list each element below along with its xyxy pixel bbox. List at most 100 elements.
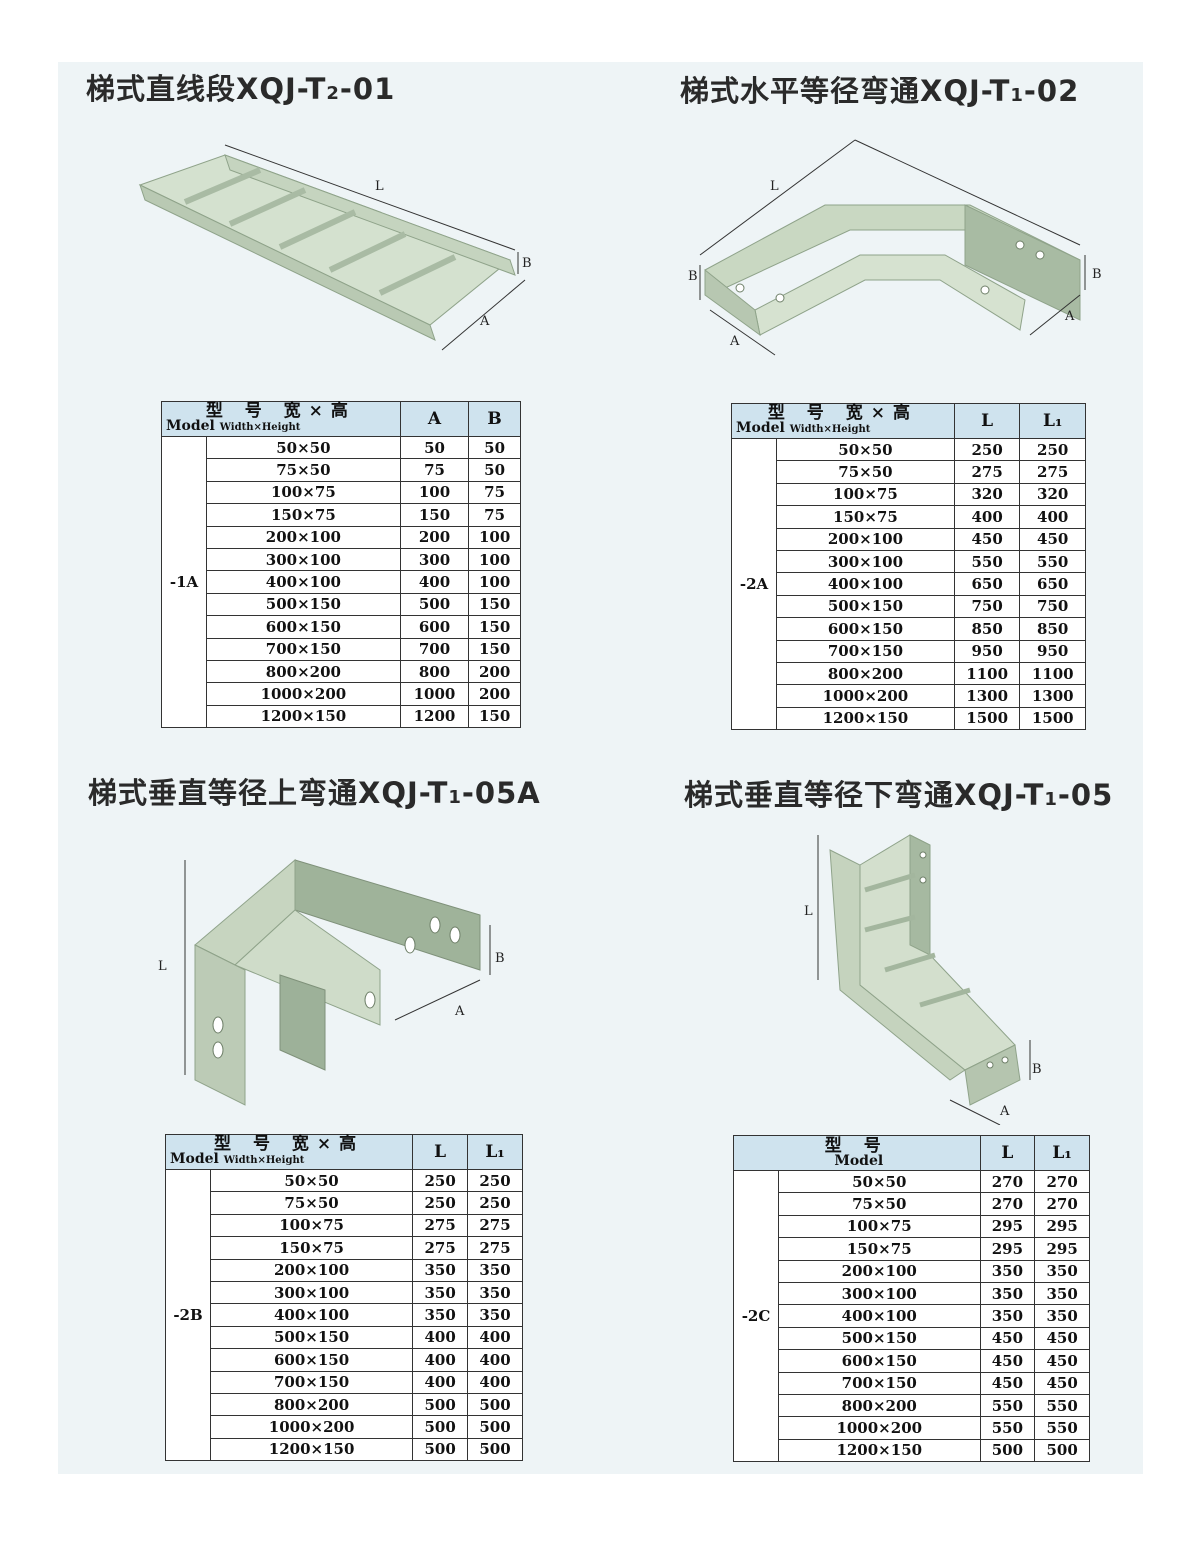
value-cell: 275 [953,460,1021,484]
svg-text:B: B [522,256,532,271]
size-cell: 300×100 [778,1281,981,1306]
value-cell: 400 [412,1325,469,1350]
size-cell: 200×100 [206,525,401,549]
table-header-model: 型 号 Model [733,1135,981,1171]
value-cell: 275 [467,1213,523,1238]
value-cell: 350 [1034,1304,1090,1328]
value-cell: 350 [467,1303,523,1327]
value-cell: 550 [1034,1416,1090,1440]
svg-text:A: A [729,334,740,349]
value-cell: 350 [467,1258,523,1282]
value-cell: 270 [979,1169,1036,1194]
value-cell: 350 [412,1258,469,1282]
size-cell: 1200×150 [776,706,955,731]
size-cell: 400×100 [209,1303,414,1327]
value-cell: 500 [399,592,470,617]
svg-text:L: L [375,179,384,194]
value-cell: 650 [953,572,1021,596]
table-header-col2: L₁ [1034,1135,1090,1171]
value-cell: 150 [468,637,521,661]
size-cell: 500×150 [778,1326,981,1351]
value-cell: 295 [1034,1237,1090,1261]
value-cell: 350 [979,1304,1036,1328]
size-cell: 800×200 [778,1393,981,1418]
value-cell: 850 [953,617,1021,641]
size-cell: 150×75 [778,1237,981,1261]
value-cell: 400 [467,1370,523,1394]
value-cell: 450 [1034,1371,1090,1395]
value-cell: 75 [399,458,470,482]
section-3-title: 梯式垂直等径上弯通XQJ-T1-05A [88,776,541,810]
section-4-title: 梯式垂直等径下弯通XQJ-T1-05 [684,778,1114,812]
value-cell: 350 [467,1280,523,1305]
table-header-col1: L [412,1134,469,1170]
table-header-model: 型 号 宽×高 Model Width×Height [161,401,401,437]
value-cell: 150 [399,503,470,527]
size-cell: 150×75 [206,503,401,527]
table-header-model: 型 号 宽×高 Model Width×Height [164,1134,414,1170]
value-cell: 250 [412,1191,469,1215]
value-cell: 950 [1019,639,1086,663]
value-cell: 400 [467,1325,523,1350]
value-cell: 400 [1019,505,1086,529]
vertical-up-bend-illustration: L B A [158,858,505,1106]
size-cell: 50×50 [206,435,401,460]
value-cell: 550 [979,1393,1036,1418]
size-cell: 800×200 [206,659,401,684]
model-group-code: -2C [733,1169,779,1463]
model-group-code: -2B [165,1168,211,1462]
size-cell: 150×75 [776,505,955,529]
value-cell: 1500 [953,706,1021,731]
size-cell: 400×100 [776,572,955,596]
value-cell: 450 [979,1349,1036,1373]
value-cell: 50 [399,435,470,460]
value-cell: 100 [468,570,521,594]
model-group-code: -2A [731,437,777,731]
table-header-col1: A [399,401,470,437]
size-cell: 500×150 [206,592,401,617]
value-cell: 50 [468,458,521,482]
value-cell: 600 [399,615,470,639]
size-cell: 75×50 [776,460,955,484]
size-cell: 600×150 [776,617,955,641]
value-cell: 100 [468,525,521,549]
size-cell: 300×100 [206,547,401,572]
value-cell: 350 [979,1281,1036,1306]
size-cell: 100×75 [778,1214,981,1239]
value-cell: 450 [1019,527,1086,551]
size-cell: 1200×150 [206,704,401,729]
svg-text:L: L [158,959,167,974]
value-cell: 150 [468,615,521,639]
value-cell: 400 [399,570,470,594]
size-cell: 75×50 [778,1192,981,1216]
value-cell: 350 [412,1303,469,1327]
straight-ladder-illustration: L B A [138,144,532,351]
value-cell: 500 [412,1415,469,1439]
value-cell: 200 [399,525,470,549]
value-cell: 250 [467,1168,523,1193]
size-cell: 700×150 [776,639,955,663]
value-cell: 1200 [399,704,470,729]
svg-text:A: A [454,1004,465,1019]
size-cell: 300×100 [776,549,955,574]
model-group-code: -1A [161,435,207,729]
value-cell: 400 [412,1348,469,1372]
